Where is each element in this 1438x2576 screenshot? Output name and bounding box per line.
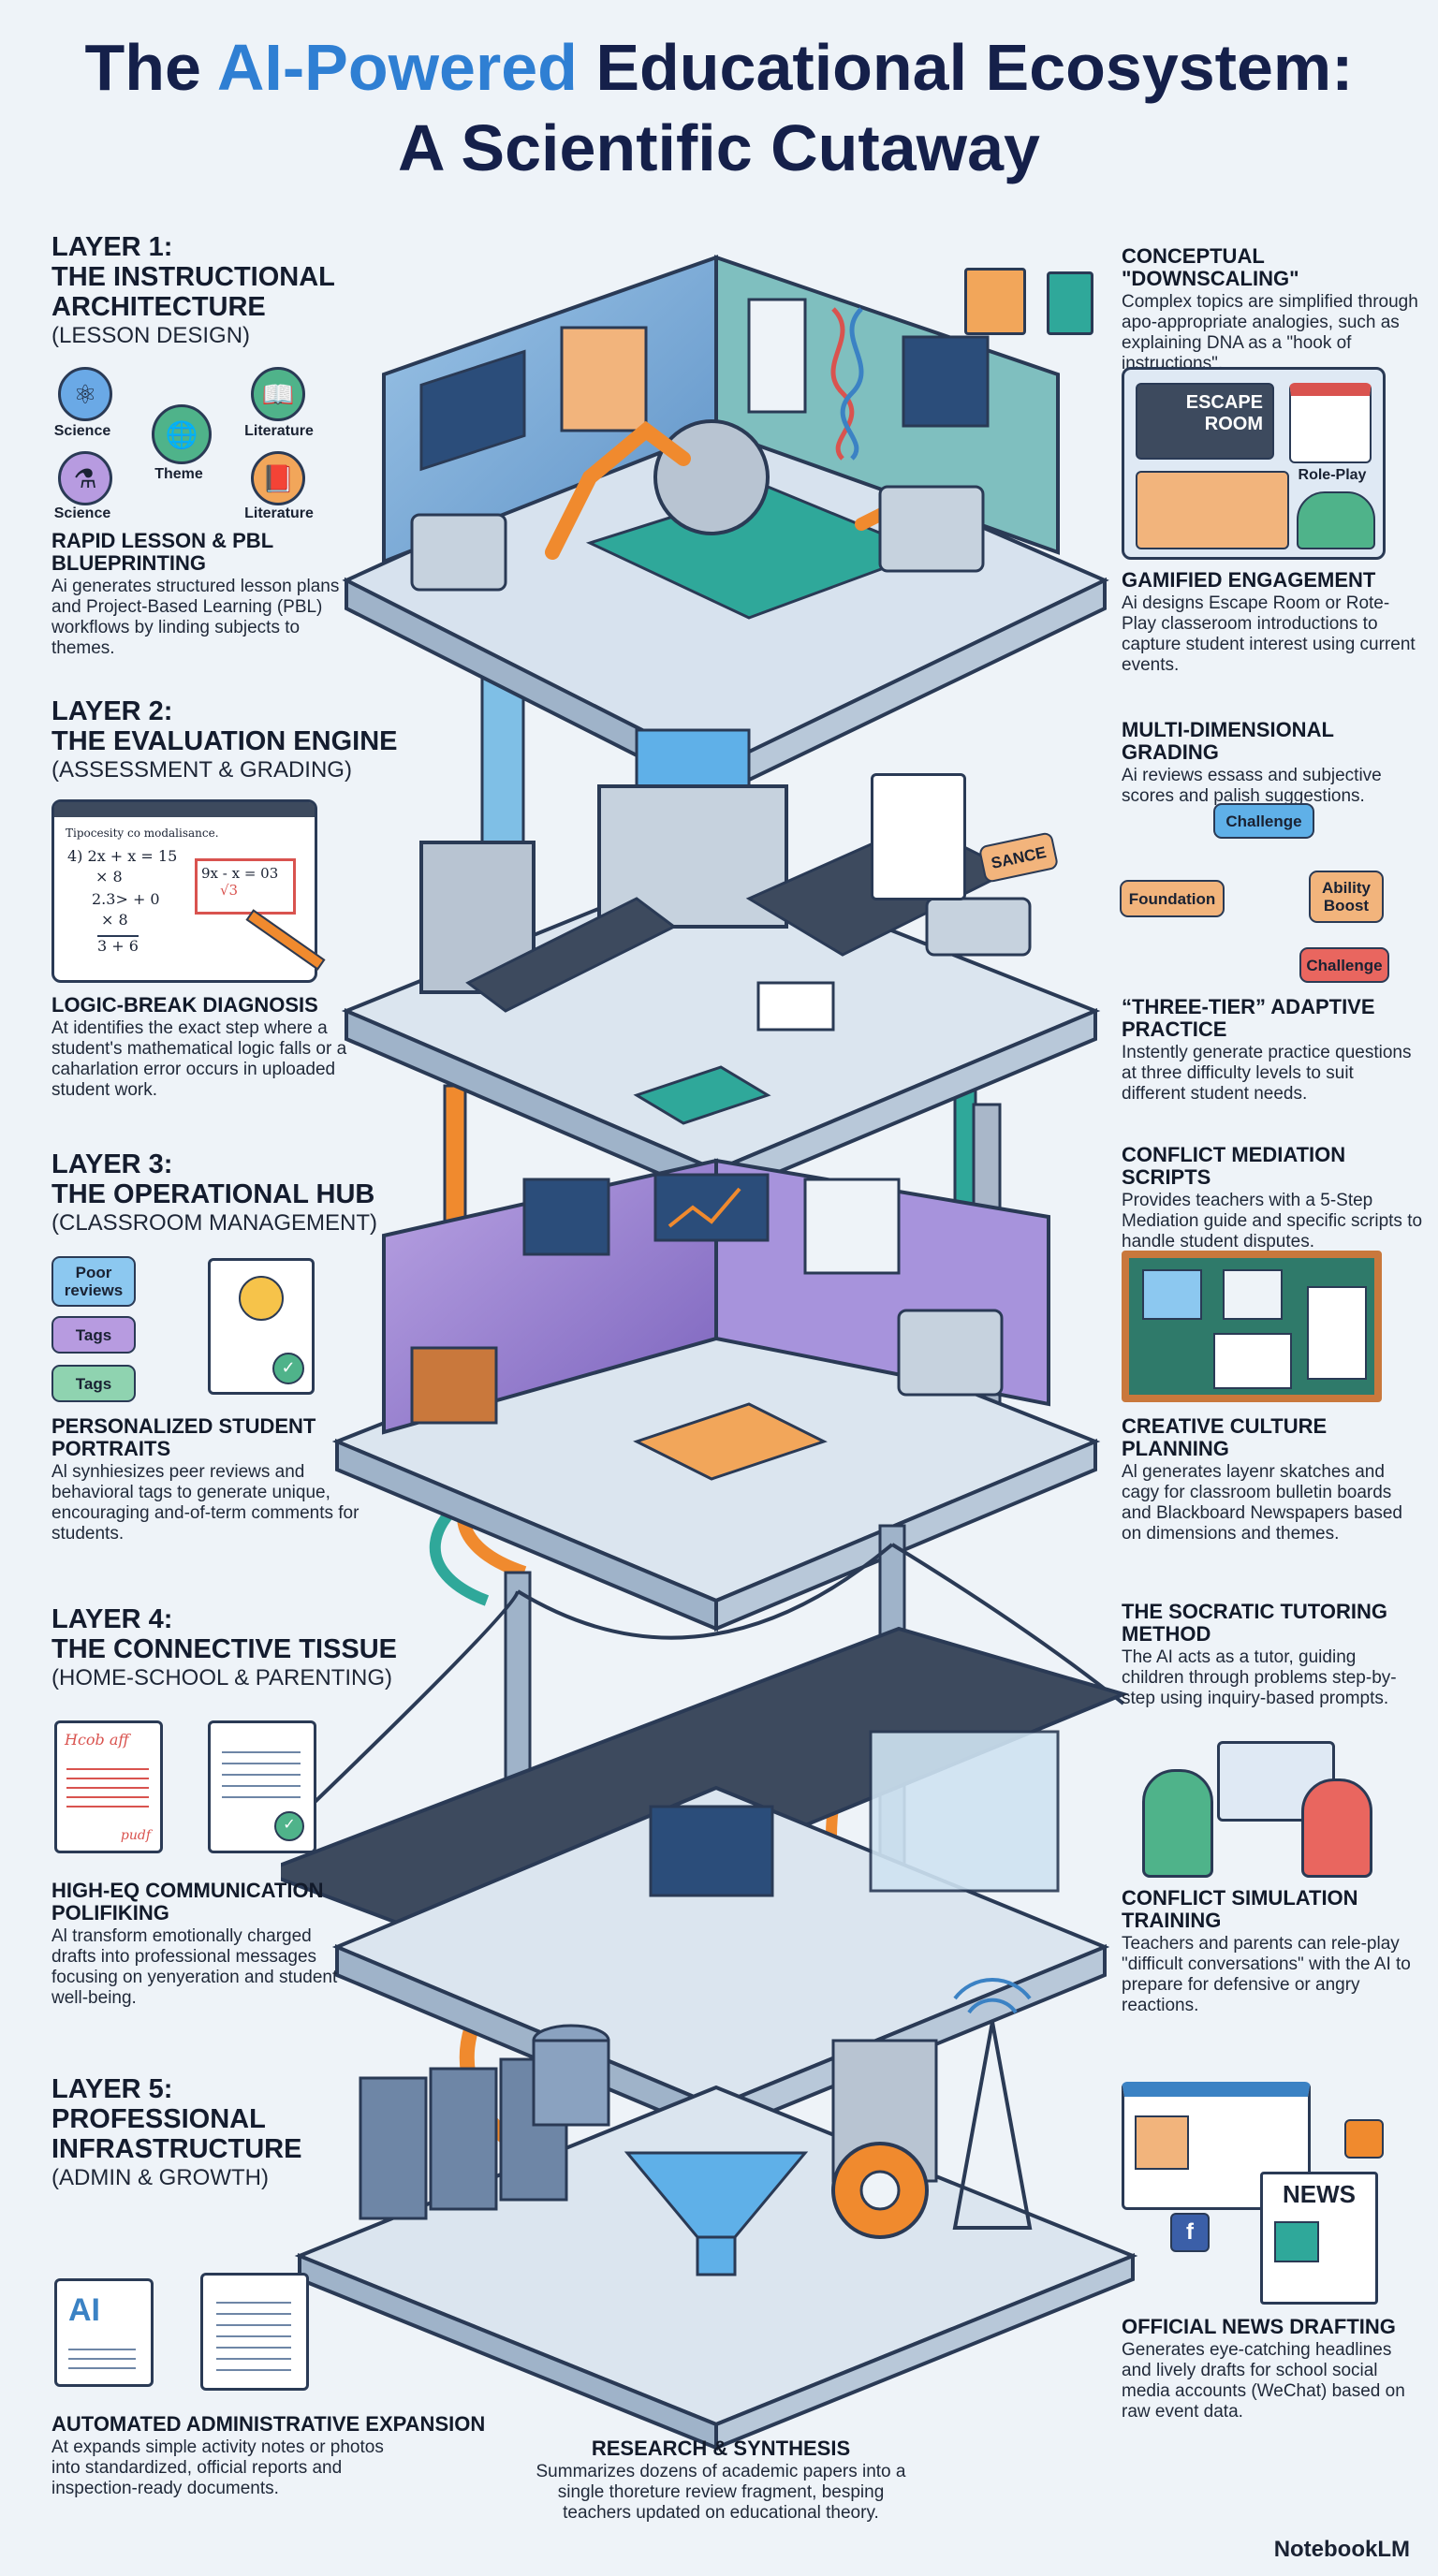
note-creative-culture: CREATIVE CULTURE PLANNING Al generates l…	[1122, 1414, 1402, 1544]
note-socratic: THE SOCRATIC TUTORING METHOD The AI acts…	[1122, 1600, 1397, 1709]
note-simulation: CONFLICT SIMULATION TRAINING Teachers an…	[1122, 1886, 1411, 2016]
brand-mark: NotebookLM	[1273, 2537, 1410, 2562]
check-icon: ✓	[272, 1353, 304, 1384]
note-multidim: MULTI-DIMENSIONAL GRADING Ai reviews ess…	[1122, 718, 1382, 807]
facebook-icon: f	[1170, 2213, 1210, 2252]
note-logic-break: LOGIC-BREAK DIAGNOSIS At identifies the …	[51, 993, 347, 1101]
avatar	[1135, 2115, 1189, 2170]
card-titlebar	[54, 802, 315, 817]
title-accent: AI-Powered	[216, 31, 578, 104]
board-chart	[1213, 1333, 1292, 1389]
layer2-room	[341, 728, 1101, 1202]
text-lines	[222, 1742, 301, 1808]
layer1-heading: LAYER 1: THE INSTRUCTIONAL ARCHITECTURE …	[51, 232, 335, 348]
report-scroll-icon	[200, 2273, 309, 2391]
emotional-draft-doc: Hcob aff pudf	[54, 1720, 163, 1853]
tag-purple: Tags	[51, 1316, 136, 1354]
essay-stack-icon	[871, 773, 966, 900]
cutaway-illustration	[281, 255, 1138, 2451]
calendar-icon	[1289, 383, 1372, 463]
note-research: RESEARCH & SYNTHESIS Summarizes dozens o…	[536, 2437, 906, 2524]
note-news: OFFICIAL NEWS DRAFTING Generates eye-cat…	[1122, 2315, 1405, 2422]
layer3-heading: LAYER 3: THE OPERATIONAL HUB (CLASSROOM …	[51, 1149, 378, 1236]
text-lines	[68, 2341, 136, 2373]
student-portrait-doc: ✓	[208, 1258, 315, 1395]
note-downscaling: CONCEPTUAL "DOWNSCALING" Complex topics …	[1122, 244, 1418, 374]
roleplay-tile	[1136, 471, 1289, 549]
layer4-bridge	[281, 1524, 1130, 2138]
smiley-icon	[239, 1276, 284, 1321]
tier-foundation: Foundation	[1120, 880, 1225, 917]
board-photo	[1142, 1269, 1202, 1320]
note-rapid-lesson: RAPID LESSON & PBL BLUEPRINTING Ai gener…	[51, 529, 340, 659]
note-high-eq: HIGH-EQ COMMUNICATION POLIFIKING Al tran…	[51, 1879, 338, 2009]
ai-doc-icon: AI	[54, 2278, 154, 2387]
book-teal-icon	[1047, 271, 1093, 335]
professional-message-doc: ✓	[208, 1720, 316, 1853]
tier-challenge-bottom: Challenge	[1299, 947, 1389, 983]
note-conflict-mediation: CONFLICT MEDIATION SCRIPTS Provides teac…	[1122, 1143, 1423, 1252]
person-left-icon	[1142, 1769, 1213, 1878]
board-doc	[1307, 1286, 1367, 1380]
layer3-room	[331, 1158, 1101, 1632]
layer4-heading: LAYER 4: THE CONNECTIVE TISSUE (HOME-SCH…	[51, 1604, 397, 1690]
page-title: The AI-Powered Educational Ecosystem:	[84, 31, 1354, 104]
tag-poor-reviews: Poor reviews	[51, 1256, 136, 1307]
error-highlight-box: 9x - x = 03 √3	[195, 858, 296, 915]
globe-icon: 🌐	[152, 404, 212, 464]
pencil-icon	[245, 909, 326, 971]
tag-green: Tags	[51, 1365, 136, 1402]
page-subtitle: A Scientific Cutaway	[398, 111, 1040, 184]
flask-icon: ⚗	[58, 451, 112, 505]
person-right-icon	[1301, 1778, 1372, 1878]
layer1-room	[342, 255, 1109, 799]
conversation-illustration	[1133, 1732, 1376, 1881]
social-media-cluster: f NEWS	[1122, 2082, 1393, 2306]
text-lines	[216, 2292, 291, 2373]
board-blank	[1223, 1269, 1283, 1320]
math-diagnosis-card: Tipocesity co modalisance. 4) 2x + x = 1…	[51, 799, 326, 983]
note-gamified: GAMIFIED ENGAGEMENT Ai designs Escape Ro…	[1122, 568, 1416, 676]
students-group-icon	[1297, 491, 1375, 549]
note-portraits: PERSONALIZED STUDENT PORTRAITS Al synhie…	[51, 1414, 360, 1544]
news-photo	[1274, 2221, 1319, 2262]
tier-ability-boost: Ability Boost	[1309, 871, 1384, 923]
gamified-card: ESCAPE ROOM Role-Play	[1122, 367, 1386, 560]
book-closed-icon: 📕	[251, 451, 305, 505]
note-three-tier: “THREE-TIER” ADAPTIVE PRACTICE Instently…	[1122, 995, 1412, 1105]
check-icon: ✓	[274, 1811, 304, 1841]
layer2-heading: LAYER 2: THE EVALUATION ENGINE (ASSESSME…	[51, 696, 398, 783]
escape-room-tile: ESCAPE ROOM	[1136, 383, 1274, 460]
newspaper: NEWS	[1260, 2172, 1378, 2305]
scribble-lines	[66, 1761, 149, 1813]
atom-icon: ⚛	[58, 367, 112, 421]
note-admin: AUTOMATED ADMINISTRATIVE EXPANSION At ex…	[51, 2412, 486, 2499]
book-icon: 📖	[251, 367, 305, 421]
layer5-heading: LAYER 5: PROFESSIONAL INFRASTRUCTURE (AD…	[51, 2074, 302, 2190]
layer5-infrastructure	[294, 1978, 1138, 2451]
bulletin-board	[1122, 1251, 1382, 1402]
tier-challenge-top: Challenge	[1213, 803, 1314, 839]
rss-icon	[1344, 2119, 1384, 2159]
books-icon	[964, 268, 1026, 335]
